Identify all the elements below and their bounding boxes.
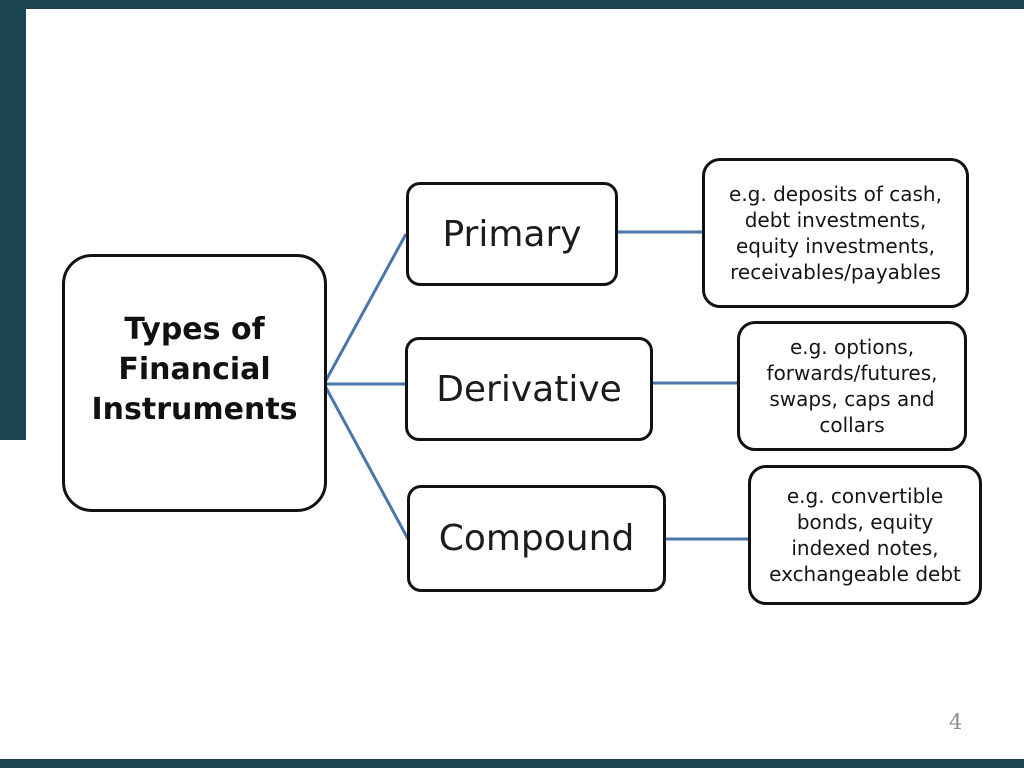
example-line: indexed notes,: [791, 536, 939, 560]
branch-label-compound: Compound: [438, 518, 635, 559]
example-line: e.g. options,: [789, 335, 915, 359]
branch-label-primary: Primary: [442, 213, 582, 255]
example-line: e.g. deposits of cash,: [729, 182, 942, 206]
root-title-line: Types of: [124, 312, 265, 347]
example-line: e.g. convertible: [786, 484, 944, 508]
example-line: collars: [819, 413, 885, 437]
example-line: bonds, equity: [796, 510, 934, 534]
root-title-line: Financial: [118, 352, 271, 387]
example-box-derivative: e.g. options, forwards/futures, swaps, c…: [737, 321, 967, 451]
connector-root-primary: [322, 233, 408, 385]
branch-box-primary: Primary: [406, 182, 618, 286]
root-title-line: Instruments: [91, 392, 298, 427]
connector-root-compound: [322, 383, 410, 540]
branch-label-derivative: Derivative: [436, 368, 622, 410]
page-number: 4: [949, 710, 963, 734]
branch-box-derivative: Derivative: [405, 337, 653, 441]
example-box-compound: e.g. convertible bonds, equity indexed n…: [748, 465, 982, 605]
example-line: equity investments,: [736, 234, 935, 258]
example-box-primary: e.g. deposits of cash, debt investments,…: [702, 158, 969, 308]
viewer-left-bar: [0, 0, 26, 440]
root-node-box: Types of Financial Instruments: [62, 254, 327, 512]
example-line: debt investments,: [744, 208, 927, 232]
viewer-bottom-bar: [0, 759, 1024, 768]
example-line: receivables/payables: [730, 260, 941, 284]
root-node-title: Types of Financial Instruments: [91, 310, 297, 430]
branch-box-compound: Compound: [407, 485, 666, 592]
viewer-top-bar: [0, 0, 1024, 9]
example-line: swaps, caps and: [769, 387, 935, 411]
example-line: exchangeable debt: [769, 562, 961, 586]
example-line: forwards/futures,: [766, 361, 938, 385]
